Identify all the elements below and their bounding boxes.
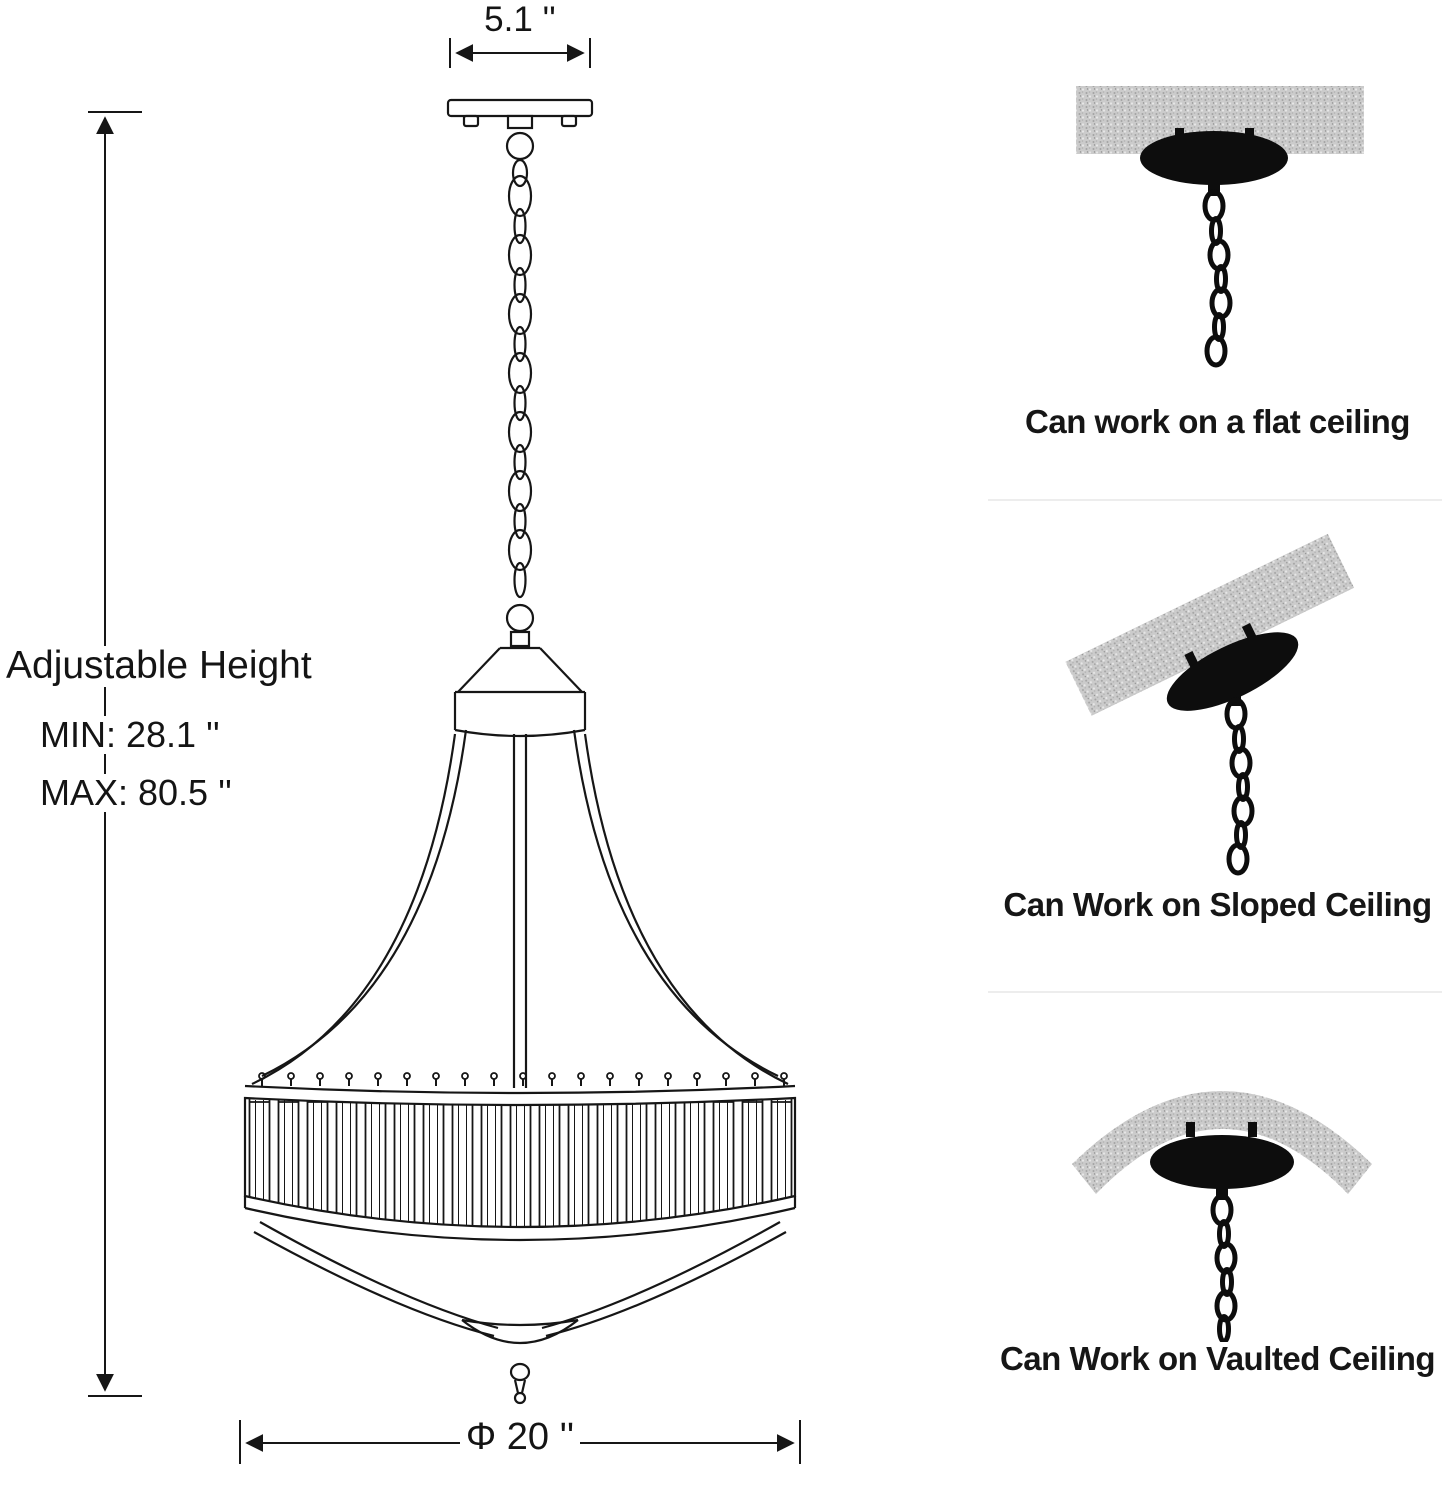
height-min-value: MIN: 28.1 '' xyxy=(34,716,226,754)
diameter-dimension: Φ 20 '' xyxy=(400,1417,640,1458)
canopy-disk xyxy=(1140,131,1288,185)
mount-chain xyxy=(1202,189,1233,368)
canopy-plate xyxy=(446,98,594,188)
adjustable-height-label: Adjustable Height xyxy=(0,645,318,687)
vaulted-ceiling-mount-illustration xyxy=(1072,1091,1372,1344)
chandelier-line-drawing xyxy=(243,98,797,1405)
diameter-value: Φ 20 '' xyxy=(459,1417,581,1458)
sloped-ceiling-surface xyxy=(1065,533,1355,716)
frame-curves xyxy=(251,729,789,1085)
mount-chain xyxy=(1210,1193,1238,1344)
height-max-value: MAX: 80.5 '' xyxy=(34,774,238,812)
flat-ceiling-caption: Can work on a flat ceiling xyxy=(990,404,1442,440)
vaulted-ceiling-caption: Can Work on Vaulted Ceiling xyxy=(990,1341,1442,1377)
hanging-chain xyxy=(505,174,535,648)
canopy-disk xyxy=(1150,1135,1294,1189)
canopy-width-dimension: 5.1 '' xyxy=(430,1,610,39)
canopy-width-value: 5.1 '' xyxy=(478,1,562,39)
dimension-height-arrow xyxy=(88,111,142,1397)
vaulted-ceiling-surface xyxy=(1072,1091,1372,1194)
canopy-disk xyxy=(1166,632,1299,711)
sloped-ceiling-mount-illustration xyxy=(1065,533,1355,876)
sloped-ceiling-caption: Can Work on Sloped Ceiling xyxy=(990,887,1442,923)
dimension-width-arrow xyxy=(449,38,591,68)
mount-chain xyxy=(1224,697,1255,876)
stem-cup xyxy=(453,646,587,1088)
lower-finial xyxy=(253,1221,787,1405)
crystal-drum xyxy=(243,1070,797,1242)
section-dividers xyxy=(988,499,1442,993)
flat-ceiling-mount-illustration xyxy=(1076,86,1364,368)
